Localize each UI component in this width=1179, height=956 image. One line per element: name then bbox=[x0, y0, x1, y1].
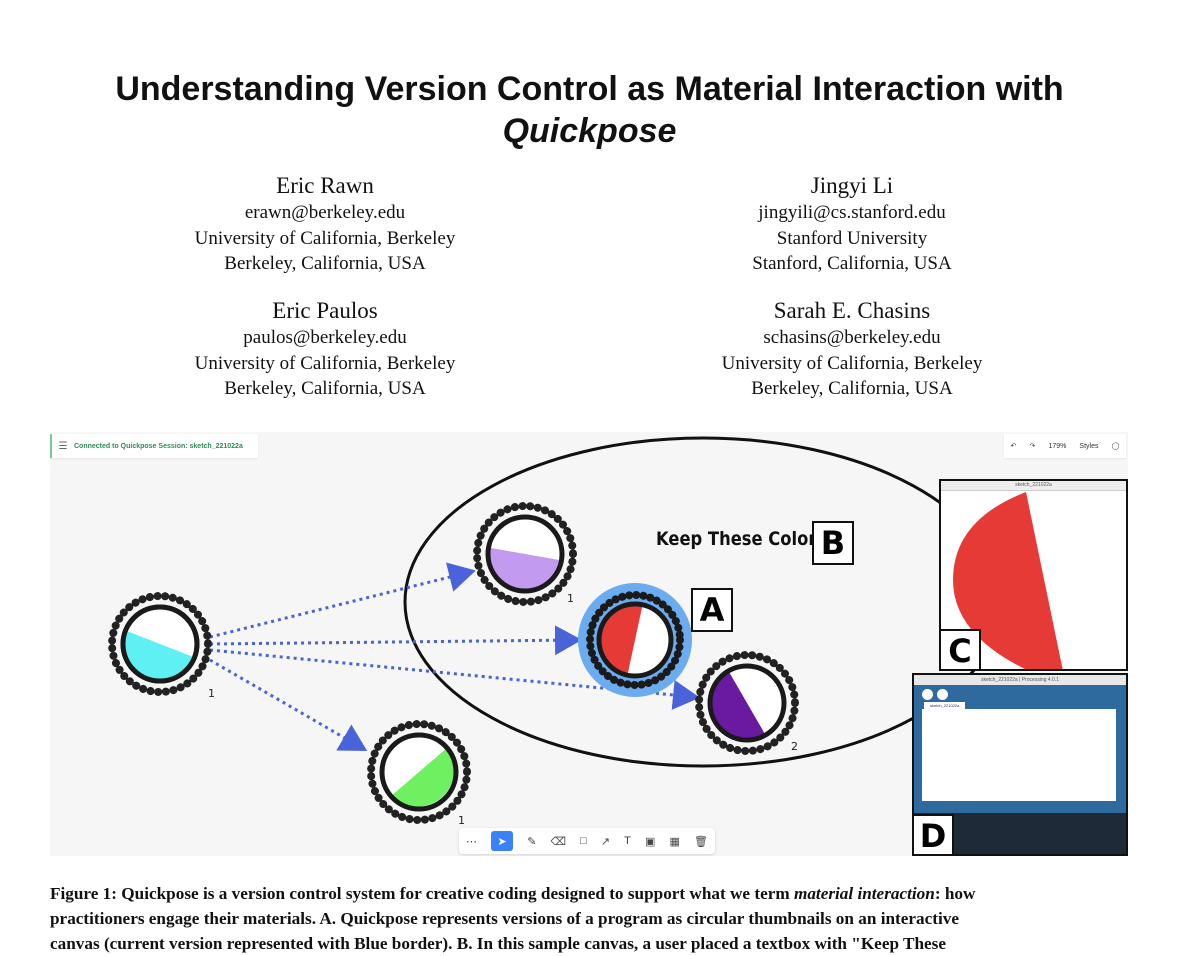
version-node-violet[interactable] bbox=[695, 651, 799, 755]
caption-line-2: practitioners engage their materials. A.… bbox=[50, 909, 959, 928]
sketch-window-title: sketch_221022a bbox=[941, 481, 1126, 491]
session-bar: ☰ Connected to Quickpose Session: sketch… bbox=[50, 434, 258, 458]
author-affiliation: University of California, Berkeley bbox=[194, 352, 456, 374]
node-number-root: 1 bbox=[208, 687, 215, 700]
version-node-root[interactable] bbox=[108, 592, 212, 696]
caption-line-1: Figure 1: Quickpose is a version control… bbox=[50, 881, 1130, 906]
node-number-green: 1 bbox=[458, 814, 465, 827]
label-a: A bbox=[691, 588, 733, 632]
author-location: Berkeley, California, USA bbox=[751, 378, 953, 399]
caption-line-3: canvas (current version represented with… bbox=[50, 934, 946, 953]
session-status: Connected to Quickpose Session: sketch_2… bbox=[74, 442, 243, 450]
arrow-root-to-red bbox=[209, 625, 582, 656]
ide-tab[interactable]: sketch_221022a bbox=[924, 702, 966, 709]
author-affiliation: University of California, Berkeley bbox=[194, 227, 456, 249]
arrow-tool-icon[interactable]: ↗ bbox=[600, 835, 611, 848]
rectangle-tool-icon[interactable]: □ bbox=[580, 835, 587, 847]
caption-text: : how bbox=[934, 884, 976, 903]
author-name: Eric Rawn bbox=[276, 173, 374, 198]
redo-icon[interactable]: ↷ bbox=[1029, 443, 1036, 450]
trash-icon[interactable]: 🗑 bbox=[693, 835, 708, 848]
ide-window-title: sketch_221022a | Processing 4.0.1 bbox=[914, 675, 1126, 685]
author-block: Eric Rawn erawn@berkeley.edu University … bbox=[75, 172, 575, 277]
select-tool-icon[interactable]: ➤ bbox=[491, 831, 514, 851]
pencil-tool-icon[interactable]: ✎ bbox=[527, 835, 537, 848]
stop-icon[interactable] bbox=[937, 689, 948, 700]
figure-quickpose-canvas: ☰ Connected to Quickpose Session: sketch… bbox=[50, 432, 1128, 856]
arrow-root-to-green bbox=[209, 658, 368, 752]
version-node-current[interactable] bbox=[578, 583, 692, 697]
node-number-violet: 2 bbox=[791, 740, 798, 753]
author-block: Eric Paulos paulos@berkeley.edu Universi… bbox=[75, 297, 575, 402]
styles-label[interactable]: Styles bbox=[1079, 442, 1099, 450]
author-block: Sarah E. Chasins schasins@berkeley.edu U… bbox=[602, 297, 1102, 402]
sketch-output-canvas bbox=[953, 492, 1063, 669]
author-email: jingyili@cs.stanford.edu bbox=[758, 202, 946, 223]
author-location: Stanford, California, USA bbox=[752, 253, 952, 274]
red-half-circle-shape bbox=[953, 492, 1063, 669]
author-name: Jingyi Li bbox=[810, 173, 894, 198]
caption-emphasis: material interaction bbox=[793, 884, 935, 903]
sketch-output-window: sketch_221022a C bbox=[939, 479, 1128, 671]
caption-label: Figure 1: bbox=[50, 884, 117, 903]
caption-text: Quickpose is a version control system fo… bbox=[121, 884, 790, 903]
version-graph bbox=[108, 436, 1003, 824]
author-block: Jingyi Li jingyili@cs.stanford.edu Stanf… bbox=[602, 172, 1102, 277]
zoom-level[interactable]: 179% bbox=[1048, 442, 1067, 450]
processing-ide-window: sketch_221022a | Processing 4.0.1 sketch… bbox=[912, 673, 1128, 856]
version-node-green[interactable] bbox=[367, 720, 471, 824]
image-tool-icon[interactable]: ▦ bbox=[669, 835, 680, 848]
undo-icon[interactable]: ↶ bbox=[1010, 443, 1017, 450]
run-icon[interactable] bbox=[922, 689, 933, 700]
author-affiliation: University of California, Berkeley bbox=[721, 352, 983, 374]
author-email: paulos@berkeley.edu bbox=[243, 327, 407, 348]
author-name: Eric Paulos bbox=[272, 298, 378, 323]
version-node-purple[interactable] bbox=[473, 502, 577, 606]
paper-title-quickpose: Quickpose bbox=[502, 112, 677, 150]
keep-colors-textbox[interactable]: Keep These Colors bbox=[656, 528, 827, 550]
code-editor[interactable] bbox=[922, 709, 1116, 801]
author-location: Berkeley, California, USA bbox=[224, 378, 426, 399]
menu-icon[interactable]: ☰ bbox=[58, 440, 68, 452]
label-d: D bbox=[914, 814, 954, 854]
author-affiliation: Stanford University bbox=[776, 227, 928, 249]
more-icon[interactable]: ⋯ bbox=[466, 835, 478, 848]
text-tool-icon[interactable]: T bbox=[624, 835, 631, 847]
drawing-toolbar: ⋯ ➤ ✎ ⌫ □ ↗ T ▣ ▦ 🗑 bbox=[459, 828, 715, 854]
note-tool-icon[interactable]: ▣ bbox=[644, 835, 656, 848]
author-email: schasins@berkeley.edu bbox=[763, 327, 941, 348]
canvas-controls: ↶ ↷ 179% Styles ◯ bbox=[1004, 434, 1126, 458]
arrow-root-to-purple bbox=[209, 562, 476, 639]
styles-circle-icon[interactable]: ◯ bbox=[1111, 443, 1120, 450]
eraser-tool-icon[interactable]: ⌫ bbox=[550, 835, 567, 848]
author-location: Berkeley, California, USA bbox=[224, 253, 426, 274]
node-number-purple: 1 bbox=[567, 592, 574, 605]
paper-title: Understanding Version Control as Materia… bbox=[115, 70, 1064, 108]
ide-run-controls bbox=[922, 689, 948, 700]
author-name: Sarah E. Chasins bbox=[773, 298, 931, 323]
label-b: B bbox=[812, 521, 854, 565]
label-c: C bbox=[941, 629, 981, 669]
author-email: erawn@berkeley.edu bbox=[244, 202, 406, 223]
